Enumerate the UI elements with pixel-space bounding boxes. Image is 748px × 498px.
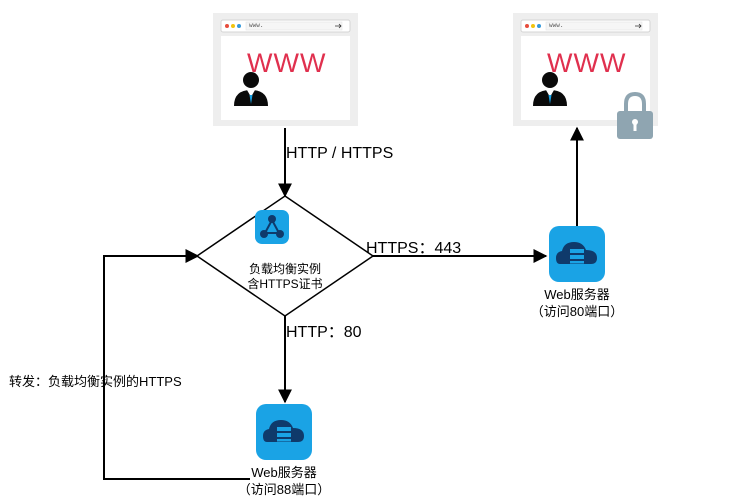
server-name: Web服务器 [251, 465, 317, 480]
web-server-80-label: Web服务器 （访问80端口） [527, 286, 627, 320]
server-name: Web服务器 [544, 287, 610, 302]
edge-label-http80: HTTP：80 [286, 324, 362, 341]
cloud-server-icon [256, 404, 312, 460]
load-balancer-icon [255, 210, 289, 244]
browser-window-icon [513, 13, 658, 126]
load-balancer-label: 负载均衡实例 含HTTPS证书 [235, 262, 335, 292]
user-icon [533, 72, 567, 106]
cloud-server-icon [549, 226, 605, 282]
edge-label-client: HTTP / HTTPS [286, 145, 394, 162]
web-server-88-label: Web服务器 （访问88端口） [234, 464, 334, 498]
www-text: WWW [547, 48, 627, 78]
load-balancer-title: 负载均衡实例 [248, 262, 321, 276]
www-text: WWW [247, 48, 327, 78]
load-balancer-cert: 含HTTPS证书 [247, 277, 323, 291]
address-bar-text: www. [549, 22, 564, 29]
server-port-note: （访问80端口） [530, 304, 624, 319]
address-bar-text: www. [249, 22, 264, 29]
edge-label-forward: 转发：负载均衡实例的HTTPS [9, 374, 182, 389]
load-balancer-node [195, 195, 375, 317]
user-icon [234, 72, 268, 106]
server-port-note: （访问88端口） [237, 482, 331, 497]
lock-icon [617, 91, 653, 139]
edge-label-https443: HTTPS：443 [366, 240, 462, 257]
browser-window-icon [213, 13, 358, 126]
edge-forward-loop [103, 249, 250, 480]
